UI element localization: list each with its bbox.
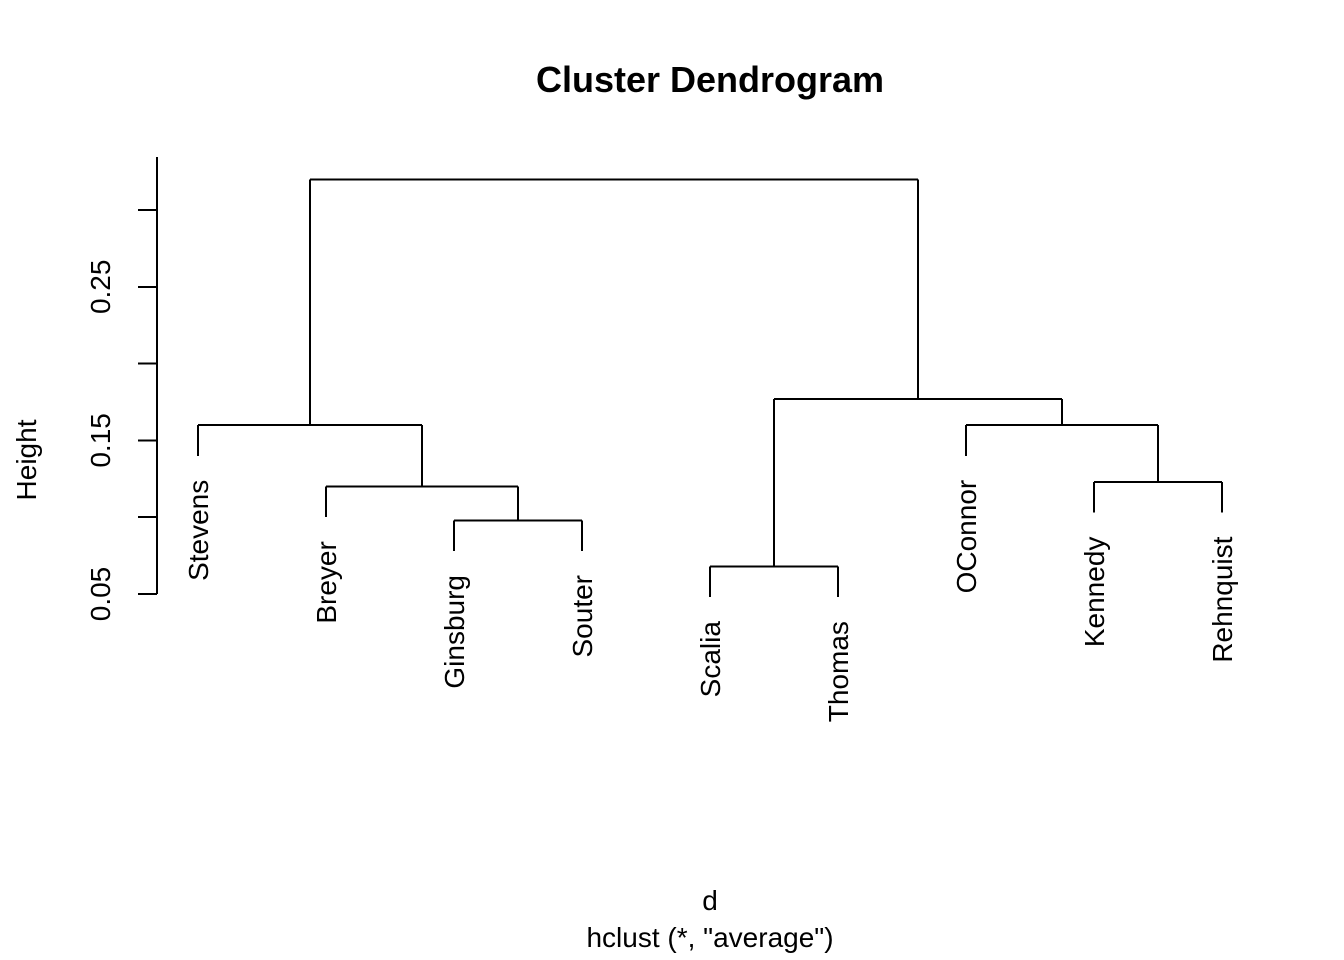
leaf-label: Breyer [311, 541, 342, 623]
chart-title: Cluster Dendrogram [536, 59, 884, 100]
leaf-label: OConnor [951, 480, 982, 594]
leaf-label: Kennedy [1079, 537, 1110, 648]
y-tick-label: 0.15 [85, 413, 116, 468]
leaf-label: Scalia [695, 621, 726, 698]
leaf-label: Souter [567, 575, 598, 658]
y-tick-label: 0.05 [85, 567, 116, 622]
leaf-label: Rehnquist [1207, 536, 1238, 662]
y-axis-label: Height [11, 419, 42, 500]
method-sublabel: hclust (*, "average") [586, 922, 833, 953]
x-axis-label: d [702, 885, 718, 916]
y-tick-label: 0.25 [85, 260, 116, 315]
leaf-label: Stevens [183, 480, 214, 581]
dendrogram-branches [197, 178, 1223, 598]
leaf-label: Ginsburg [439, 575, 470, 689]
y-axis: 0.05 0.15 0.25 [85, 157, 158, 622]
leaf-label: Thomas [823, 621, 854, 722]
